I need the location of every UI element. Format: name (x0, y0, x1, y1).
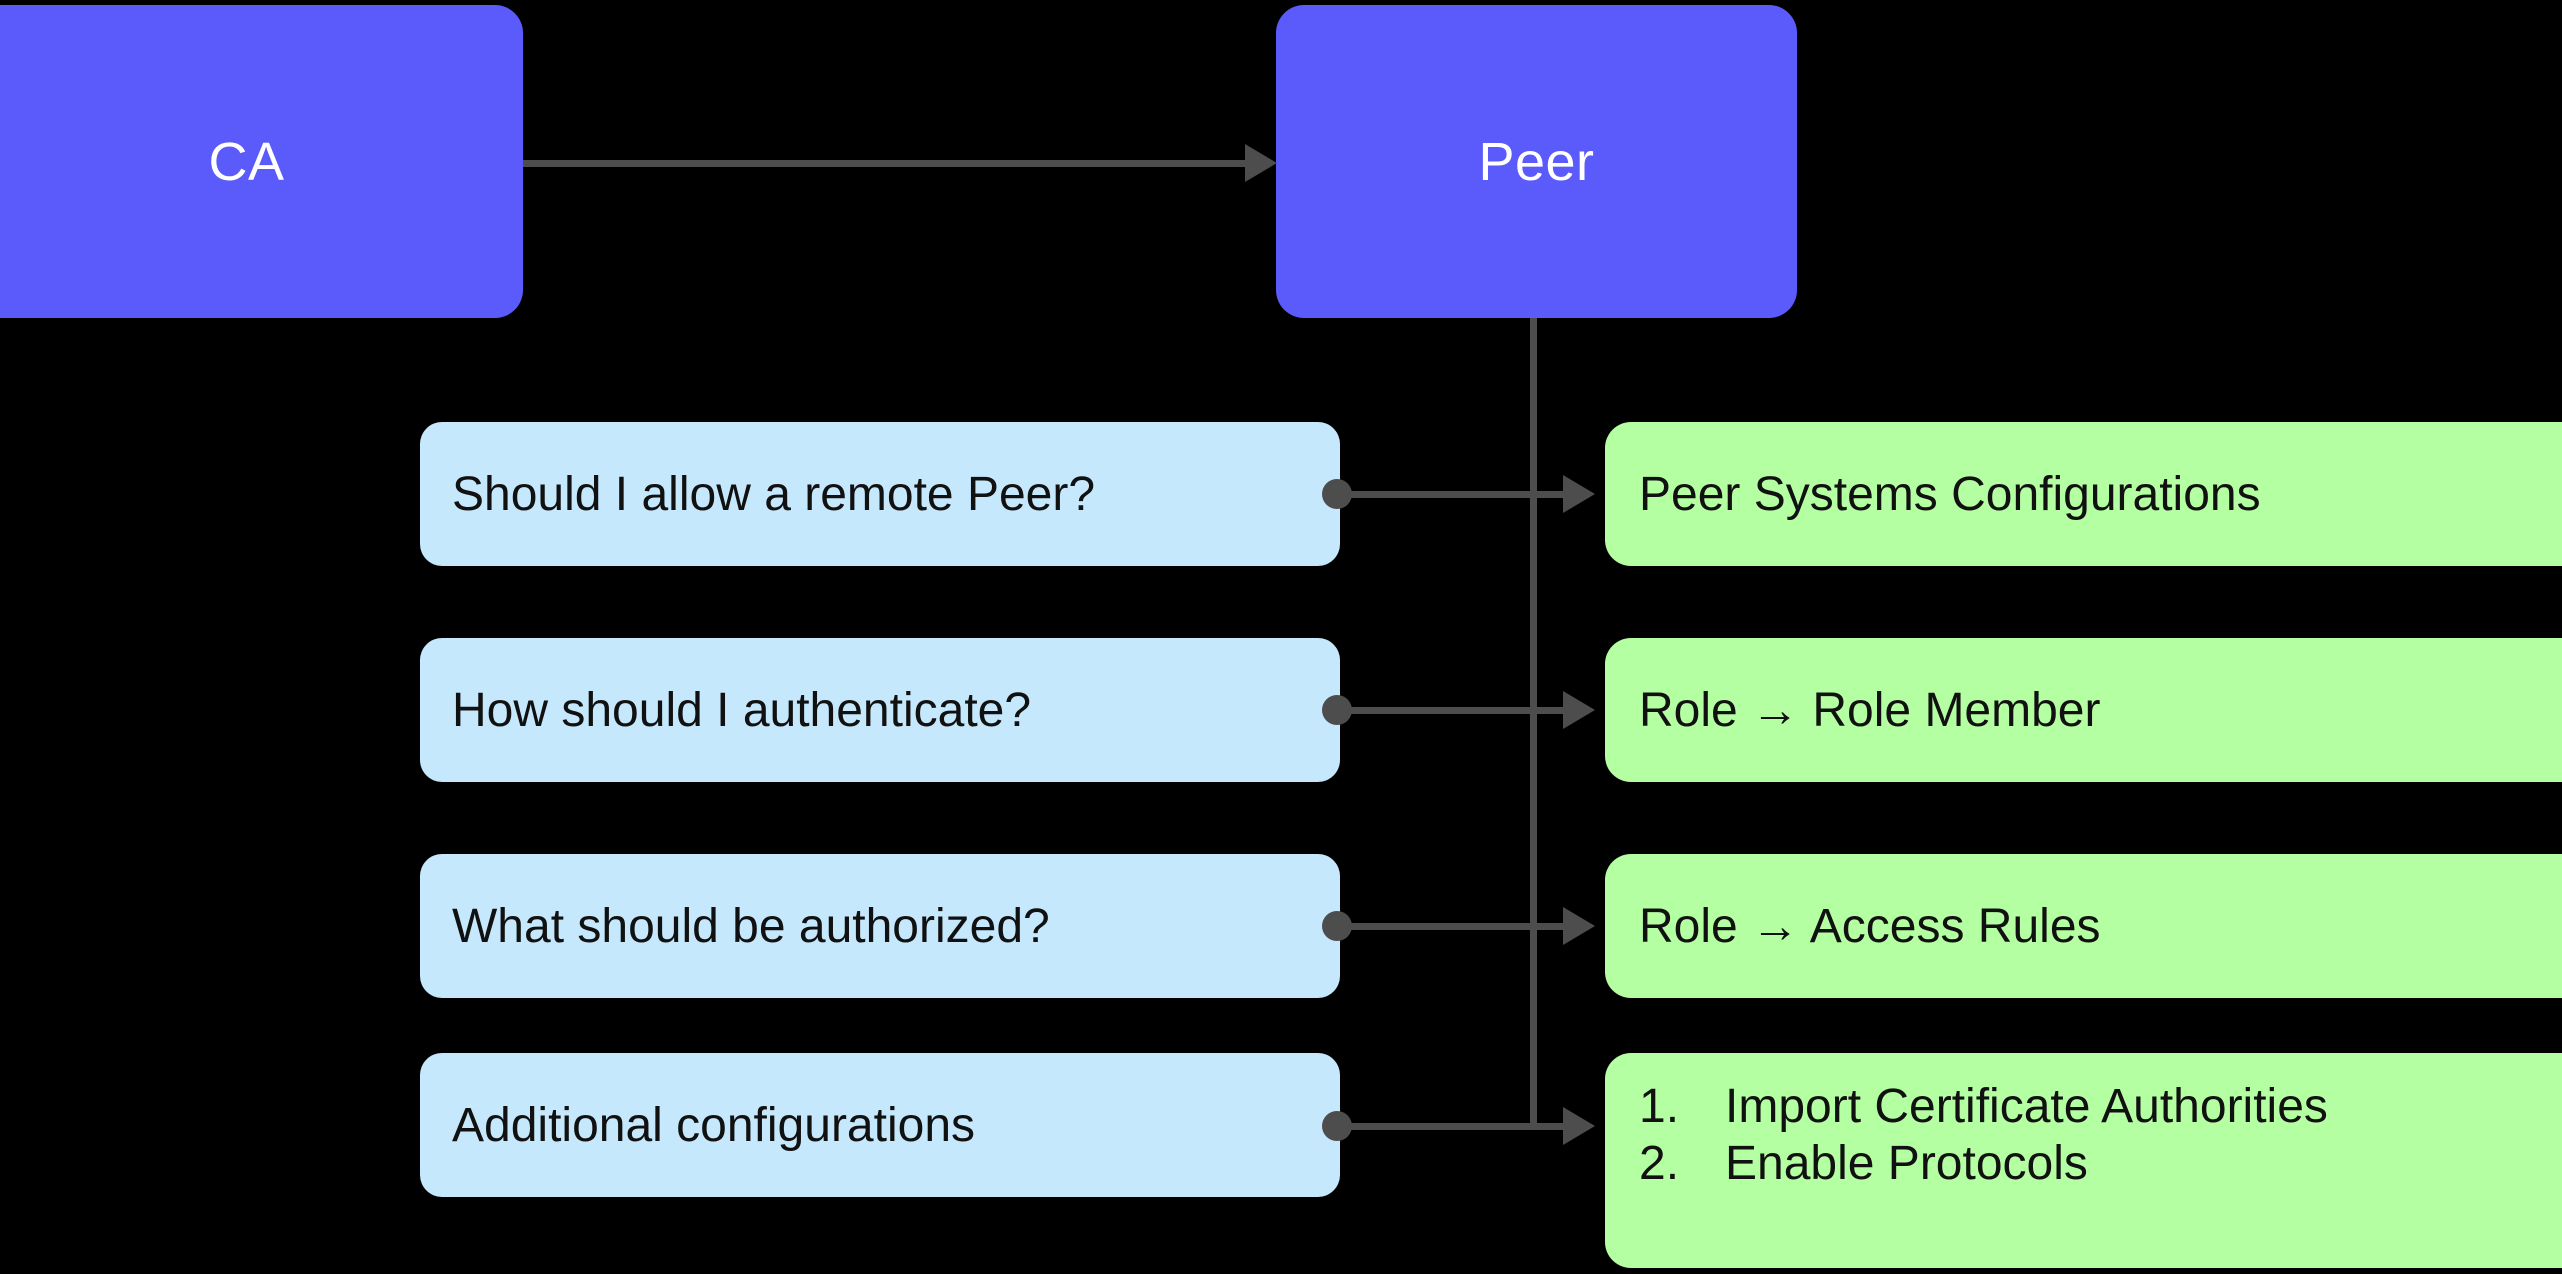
answer-box-4[interactable]: 1. Import Certificate Authorities 2. Ena… (1605, 1053, 2562, 1268)
step-text-1: Import Certificate Authorities (1725, 1080, 2328, 1133)
arrowhead-ca-to-peer (1245, 144, 1277, 182)
edge-row-4 (1337, 1123, 1563, 1130)
arrowhead-row-1 (1563, 475, 1595, 513)
node-ca-label: CA (208, 131, 285, 192)
arrowhead-row-3 (1563, 907, 1595, 945)
question-label-3: What should be authorized? (452, 899, 1050, 953)
node-peer-label: Peer (1478, 131, 1595, 192)
list-item: 1. Import Certificate Authorities (1639, 1079, 2328, 1136)
list-item: 2. Enable Protocols (1639, 1136, 2328, 1193)
edge-row-2 (1337, 707, 1563, 714)
answer-box-2[interactable]: Role → Role Member (1605, 638, 2562, 782)
question-label-2: How should I authenticate? (452, 683, 1032, 737)
question-box-4[interactable]: Additional configurations (420, 1053, 1340, 1197)
question-label-1: Should I allow a remote Peer? (452, 467, 1096, 521)
step-number-2: 2. (1639, 1136, 1680, 1190)
step-number-1: 1. (1639, 1080, 1680, 1133)
arrowhead-row-4 (1563, 1107, 1595, 1145)
step-text-2: Enable Protocols (1725, 1136, 2088, 1190)
edge-ca-to-peer (523, 160, 1245, 167)
question-box-3[interactable]: What should be authorized? (420, 854, 1340, 998)
answer-label-1: Peer Systems Configurations (1639, 467, 2261, 521)
answer-step-list: 1. Import Certificate Authorities 2. Ena… (1639, 1079, 2328, 1192)
answer-box-1[interactable]: Peer Systems Configurations (1605, 422, 2562, 566)
node-ca[interactable]: CA (0, 5, 523, 318)
edge-peer-trunk (1530, 318, 1537, 1130)
question-box-1[interactable]: Should I allow a remote Peer? (420, 422, 1340, 566)
answer-box-3[interactable]: Role → Access Rules (1605, 854, 2562, 998)
edge-row-3 (1337, 923, 1563, 930)
question-box-2[interactable]: How should I authenticate? (420, 638, 1340, 782)
question-label-4: Additional configurations (452, 1098, 976, 1152)
answer-label-2: Role → Role Member (1639, 683, 2101, 737)
node-peer[interactable]: Peer (1276, 5, 1797, 318)
edge-row-1 (1337, 491, 1563, 498)
answer-label-3: Role → Access Rules (1639, 899, 2101, 953)
arrowhead-row-2 (1563, 691, 1595, 729)
